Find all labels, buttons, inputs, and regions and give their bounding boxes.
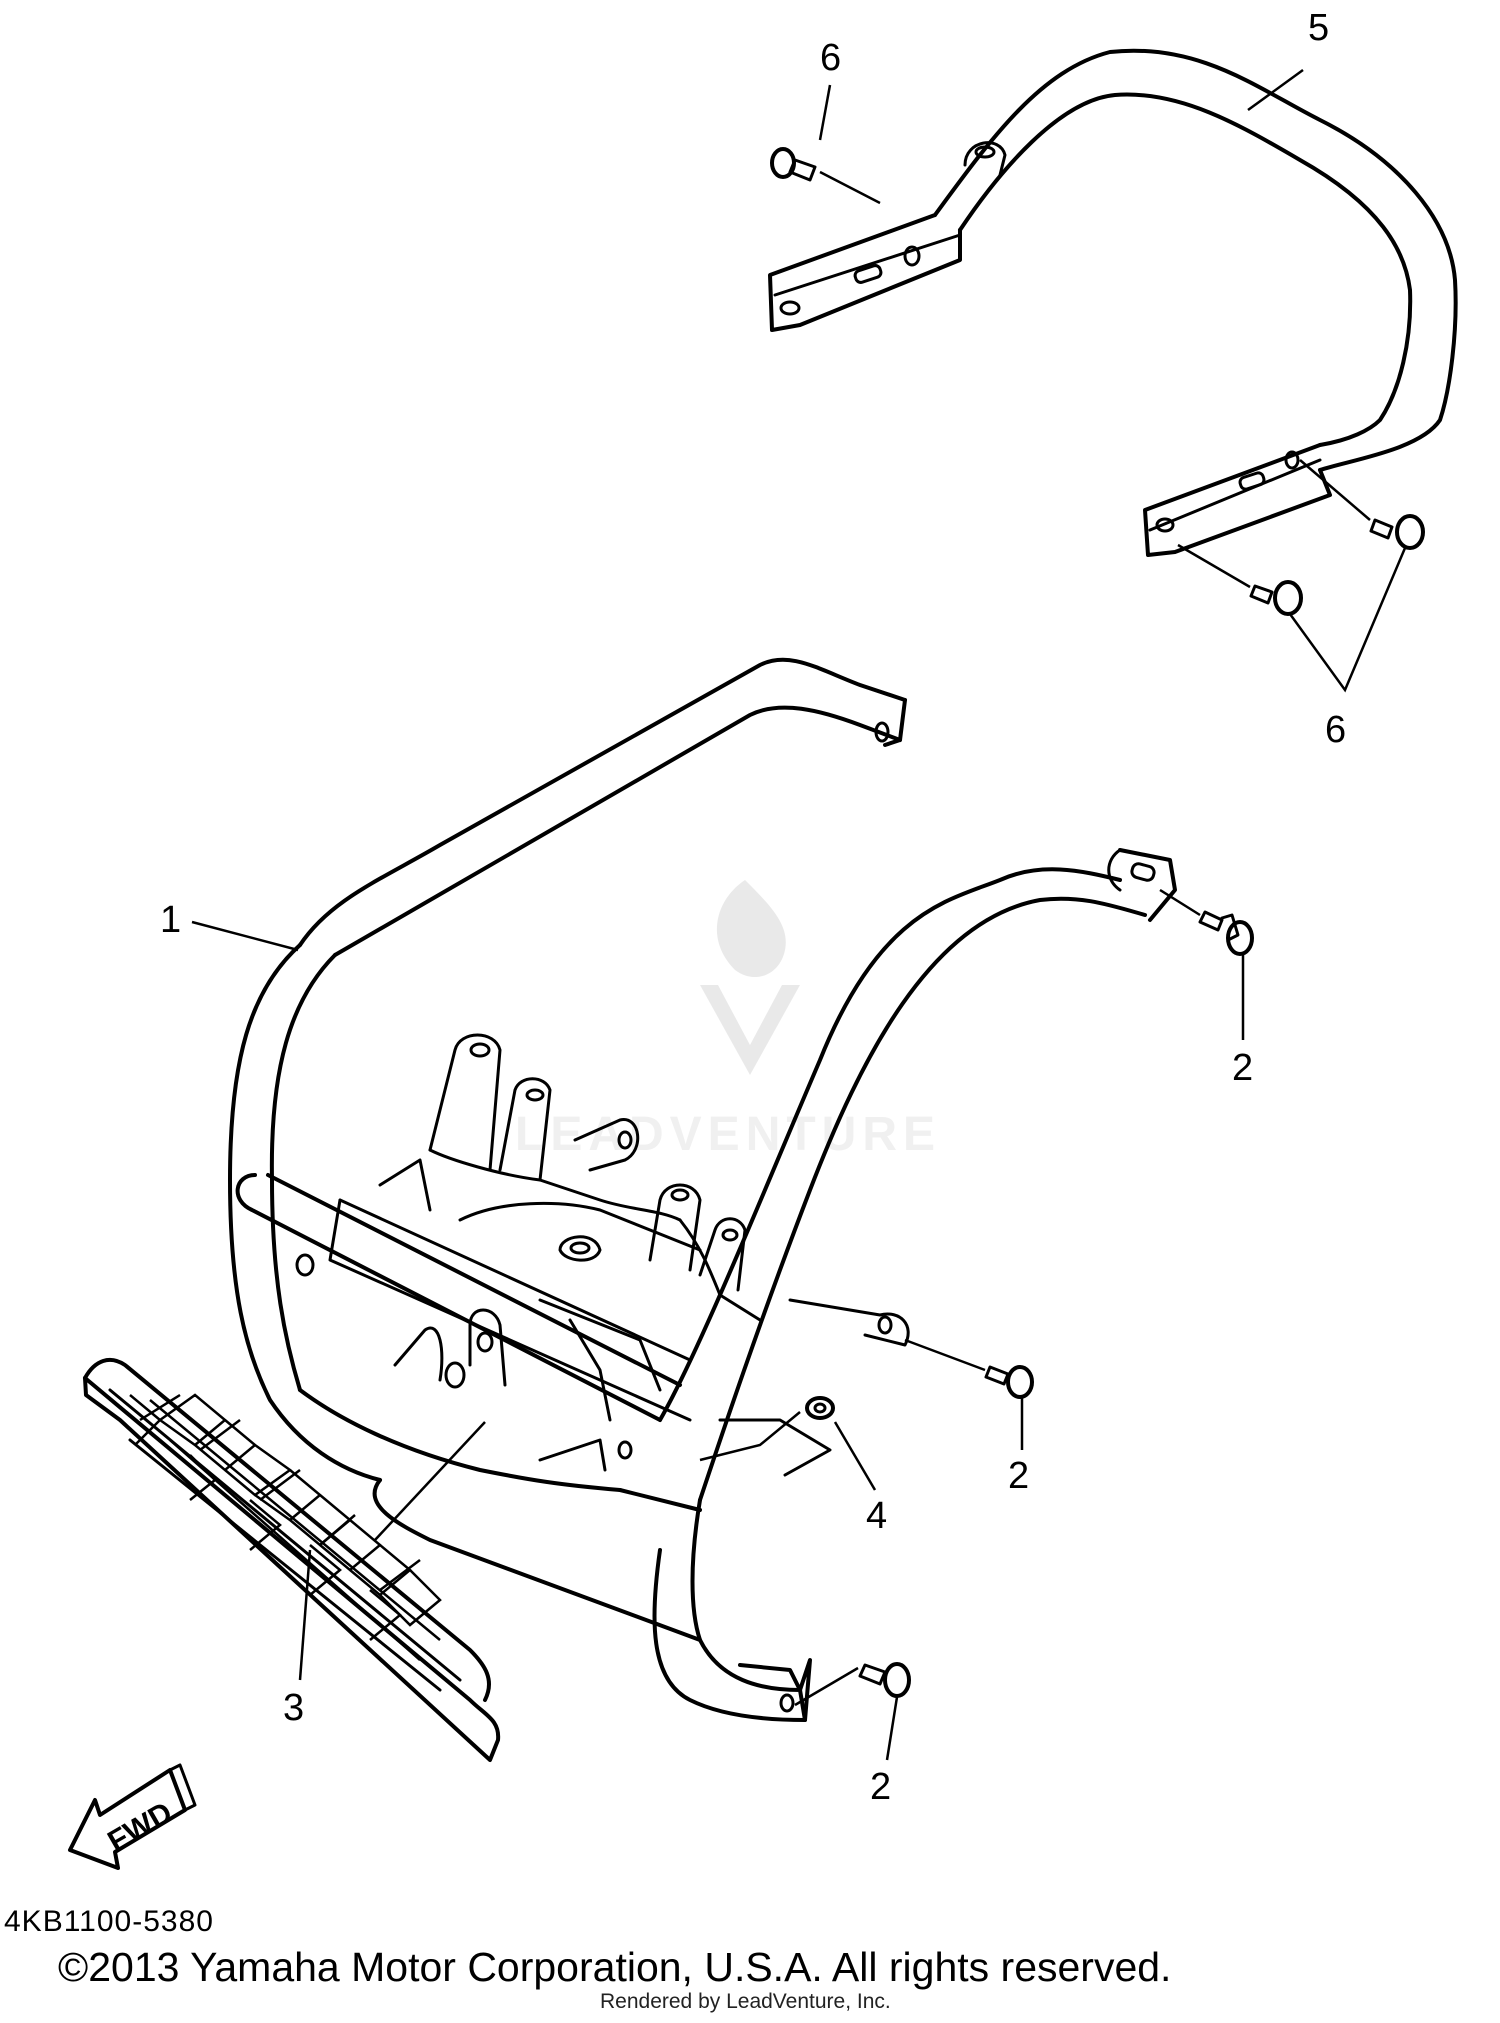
callout-5: 5 <box>1308 7 1329 49</box>
leadventure-watermark: LEADVENTURE <box>515 880 941 1161</box>
callout-4: 4 <box>866 1495 887 1537</box>
callout-3: 3 <box>283 1687 304 1729</box>
callout-2-upper: 2 <box>1232 1047 1253 1089</box>
rendered-by-credit: Rendered by LeadVenture, Inc. <box>600 1990 891 2013</box>
bolt-upper-right <box>1159 888 1254 956</box>
callout-2-middle: 2 <box>1008 1455 1029 1497</box>
front-guard-frame <box>228 657 1177 1722</box>
bolt-rear-right-2 <box>1299 459 1425 550</box>
callout-6-lower: 6 <box>1325 709 1346 751</box>
copyright-notice: ©2013 Yamaha Motor Corporation, U.S.A. A… <box>58 1944 1172 1990</box>
leader-lines <box>191 68 1407 1761</box>
watermark-text: LEADVENTURE <box>515 1108 941 1161</box>
bolt-middle-right <box>904 1338 1034 1399</box>
callout-6-upper: 6 <box>820 37 841 79</box>
callout-1: 1 <box>160 899 181 941</box>
mesh-grille-panel <box>83 1357 501 1762</box>
drawing-code: 4KB1100-5380 <box>4 1905 214 1938</box>
bolt-rear-right-1 <box>1177 543 1303 616</box>
rear-guard-bar <box>768 48 1458 557</box>
bolt-lower <box>794 1662 911 1707</box>
washer <box>699 1396 835 1462</box>
fwd-arrow-icon: FWD <box>68 1763 197 1870</box>
callout-2-lower: 2 <box>870 1766 891 1808</box>
bolt-rear-upper <box>770 147 881 205</box>
